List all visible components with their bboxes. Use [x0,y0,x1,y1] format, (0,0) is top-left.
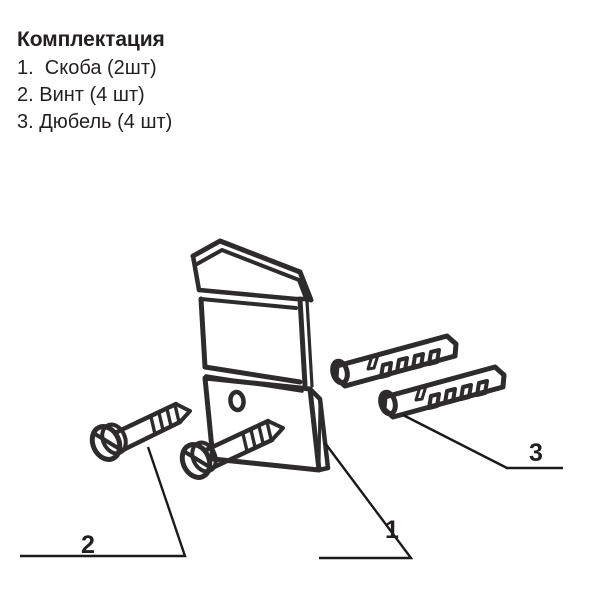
screw-left-head-face [100,422,128,456]
dowel-lower-seam [414,384,428,402]
list-item-dowel: 3. Дюбель (4 шт) [17,111,173,133]
bracket-fold-crease-upper [196,287,313,302]
dowel-lower [378,364,507,420]
callout-number-2: 2 [81,531,95,559]
bracket-panel-left-edge [198,296,208,370]
dowel-lower-rib-2 [443,387,457,405]
screw-left-tip [174,402,192,424]
screw-left-thread-3 [165,407,173,428]
dowel-upper-rib-1 [379,361,393,379]
parts-list: 1. Скоба (2шт) 2. Винт (4 шт) 3. Дюбель … [17,55,437,136]
callout-number-3: 3 [529,439,543,467]
bracket-lip-left-return [190,253,202,293]
screw-right-thread-2 [249,428,257,449]
screw-right-thread-1 [241,432,249,453]
screw-right-shaft-bottom [207,437,275,472]
screw-left-head-slot [93,432,120,450]
dowel-lower-collar [378,389,398,417]
bracket-part [190,238,331,473]
screw-left-thread-4 [173,403,181,424]
screw-right-tip [266,419,285,442]
screw-right-head [179,442,213,480]
dowel-upper [330,333,459,389]
dowel-lower-rib-4 [475,379,489,397]
bracket-base-plate-edge-thickness [307,386,331,473]
leader-line-3 [402,413,563,470]
list-item-screw: 2. Винт (4 шт) [17,84,145,106]
bracket-panel-right-thickness [305,299,314,388]
dowel-upper-rib-3 [411,352,425,370]
bracket-fold-crease-lower [199,297,298,310]
screw-right [179,418,285,480]
screw-right-thread-4 [265,420,273,441]
list-item-bracket: 1. Скоба (2шт) [17,57,157,79]
bracket-lip-top-edge [190,238,314,303]
bracket-lip-fold-line [195,248,309,303]
screw-left [89,401,192,462]
screw-right-head-face [190,440,218,474]
dowel-upper-rib-2 [395,356,409,374]
bracket-panel-right-edge [297,296,308,388]
bracket-mounting-hole [228,389,246,413]
dowel-lower-rib-1 [427,392,441,410]
leader-line-2 [20,446,187,558]
screw-left-thread-2 [157,411,165,432]
bracket-panel-bottom-edge [202,364,303,385]
dowel-lower-rib-3 [459,383,473,401]
dowel-upper-seam [366,353,380,371]
bracket-base-plate-edge-crease [317,397,322,472]
dowel-upper-rib-4 [427,348,441,366]
dowel-upper-collar [330,358,350,386]
screw-left-thread-1 [149,415,157,436]
screw-right-thread-3 [257,424,265,445]
screw-right-head-slot [183,450,210,468]
leader-line-1 [319,442,414,560]
callout-number-1: 1 [385,516,399,544]
screw-left-head [89,424,123,462]
parts-text-block: Комплектация 1. Скоба (2шт) 2. Винт (4 ш… [17,27,437,136]
page-title: Комплектация [17,28,165,51]
